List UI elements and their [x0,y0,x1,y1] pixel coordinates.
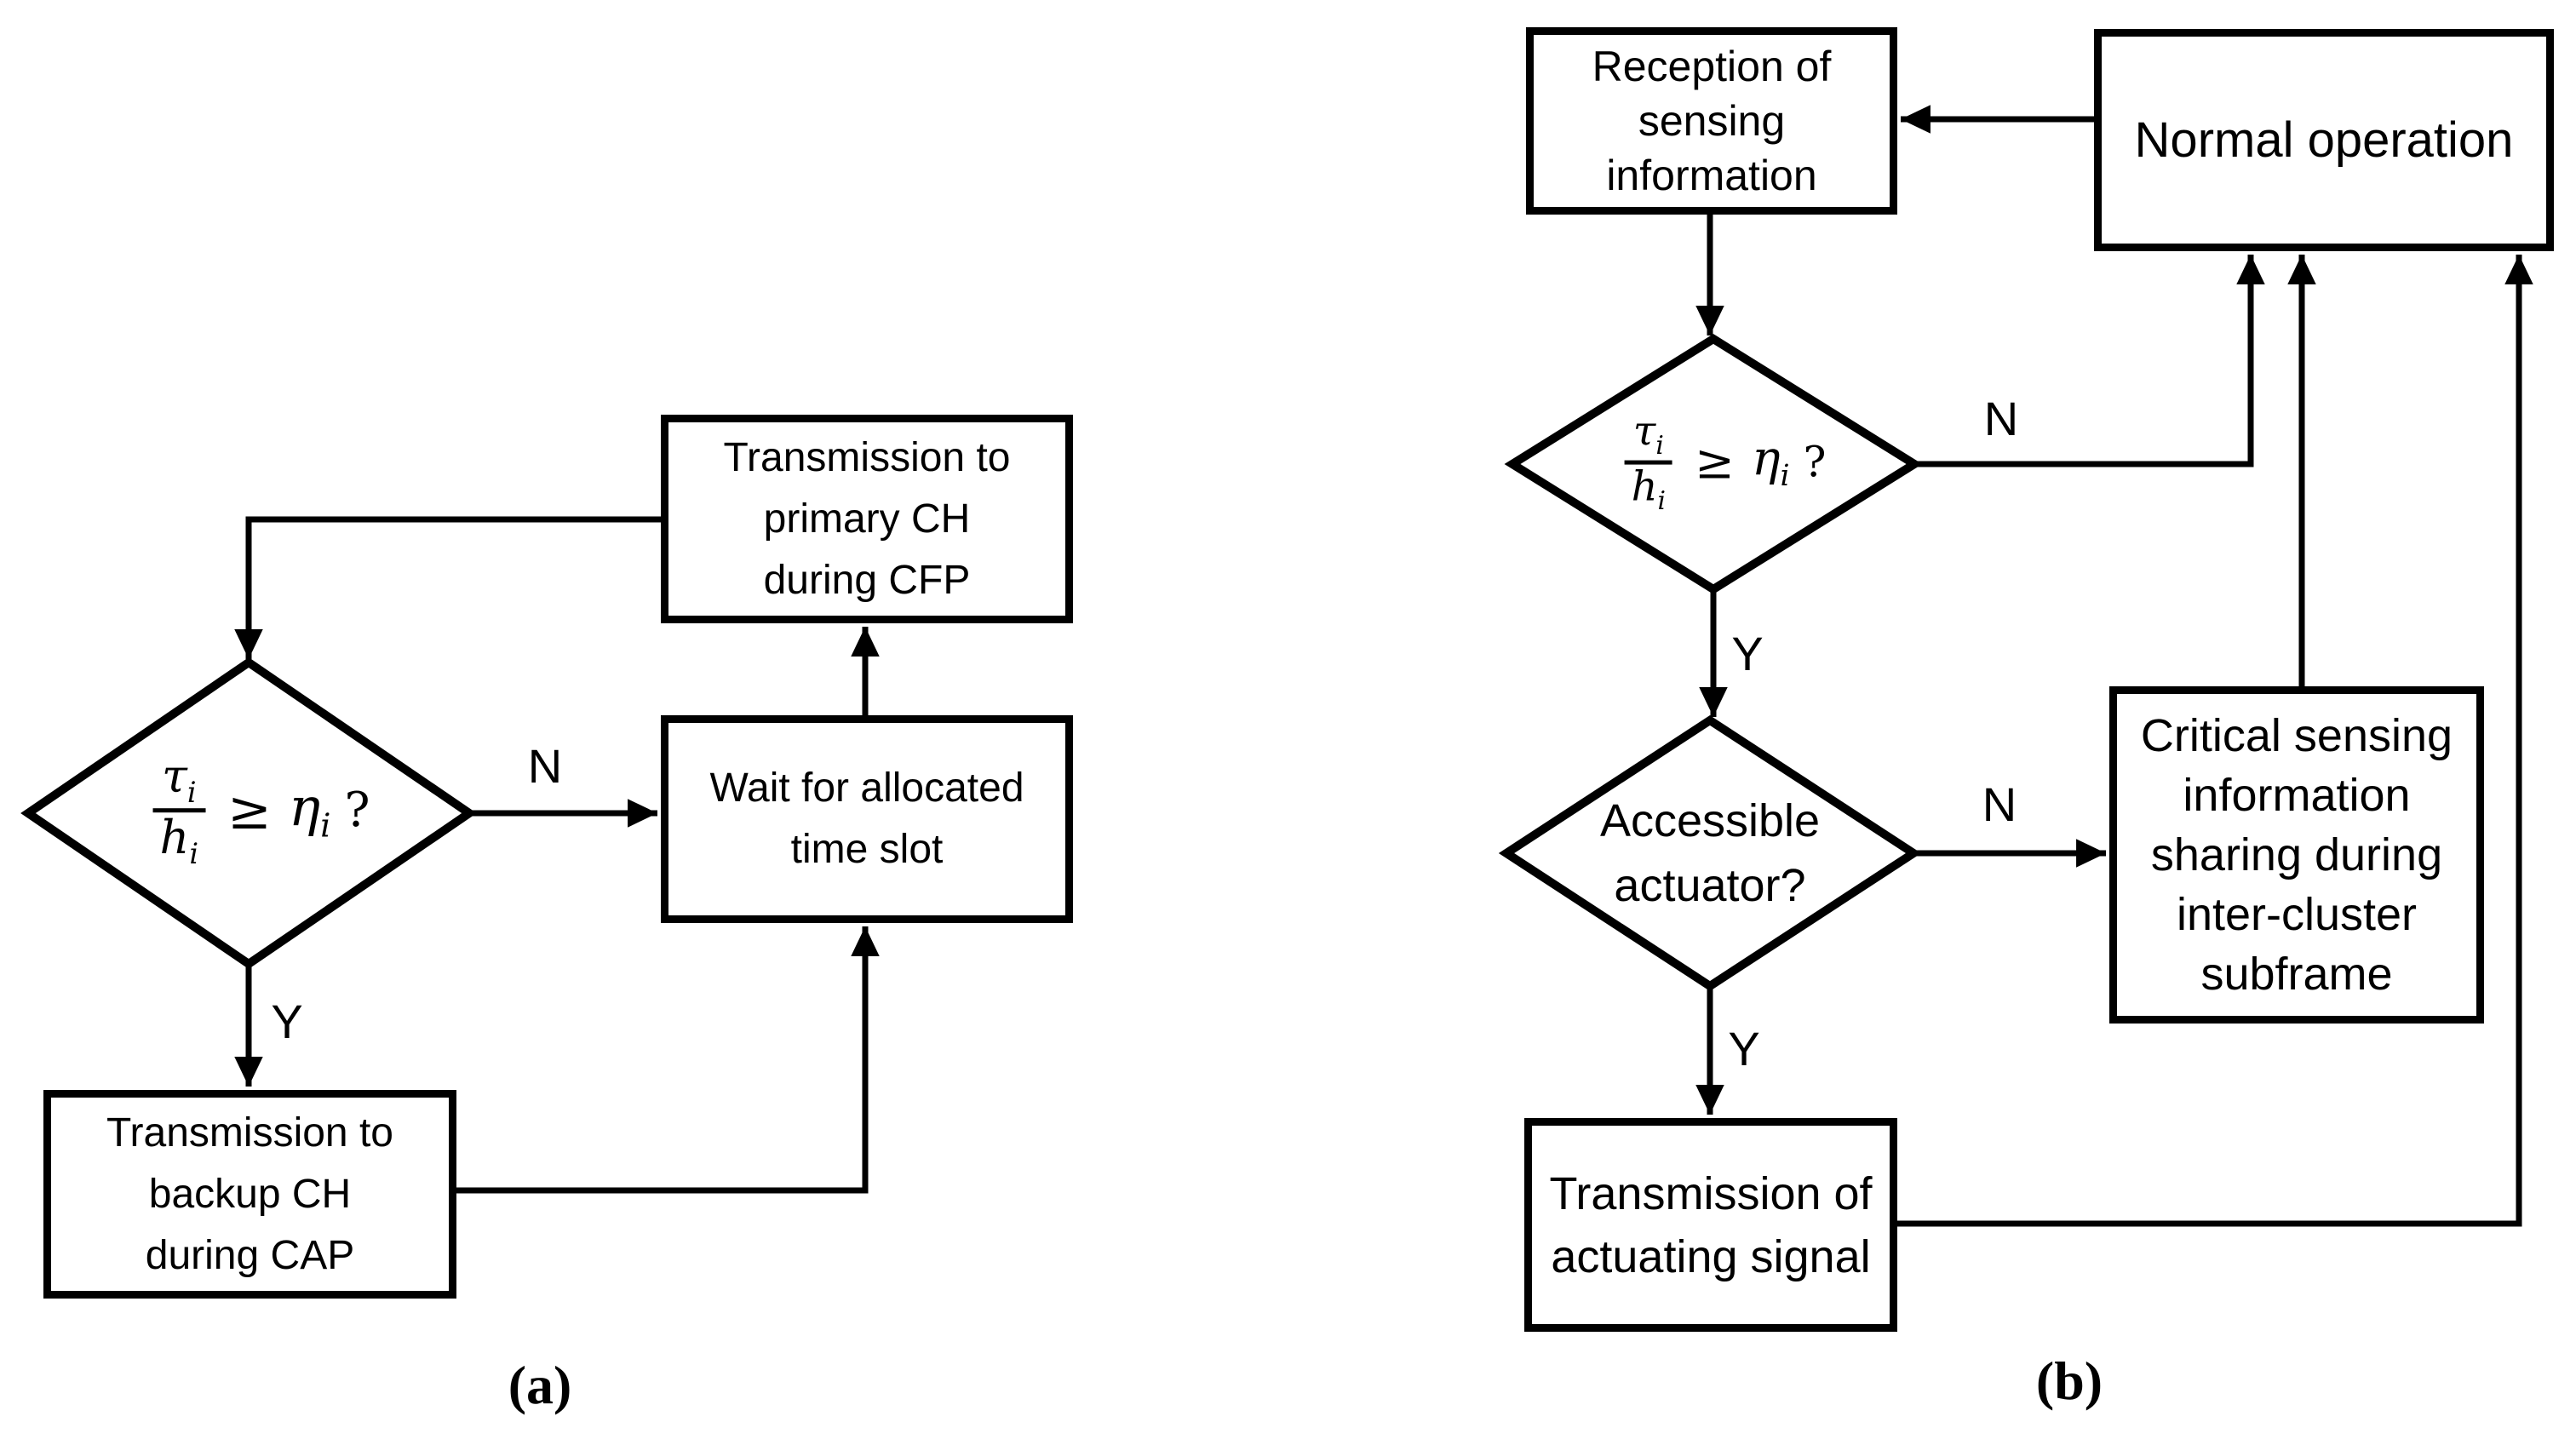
box-reception-sensing: Reception of sensing information [1526,27,1897,215]
question-mark: ? [344,783,370,839]
fraction: τi hi [152,749,206,871]
box-line: sensing [1638,97,1786,145]
decision-line: Accessible [1599,795,1821,846]
box-line: subframe [2200,949,2393,1000]
edge-b-threshold-no-to-normal [1914,255,2265,467]
fraction-denominator: hi [159,811,199,871]
edge-b-actuating-to-normal [1897,255,2533,1227]
box-line: primary CH [763,496,971,542]
box-transmission-backup-ch: Transmission to backup CH during CAP [43,1090,456,1299]
box-line: Critical sensing [2140,710,2453,761]
fraction: τi hi [1624,407,1673,517]
fraction-denominator: hi [1631,462,1667,517]
geq-operator: ≥ [227,779,272,842]
decision-actuator-label: Accessible actuator? [1600,788,1820,918]
box-line: inter-cluster [2176,889,2418,940]
threshold-symbol: ηi [288,776,331,846]
edge-label-b-threshold-yes: Y [1731,627,1764,680]
decision-line: actuator? [1614,860,1806,911]
caption-a: (a) [508,1355,572,1415]
box-line: Wait for allocated [709,766,1024,811]
box-line: Normal operation [2134,112,2514,168]
threshold-symbol: ηi [1751,431,1790,494]
fraction-numerator: τi [161,749,197,809]
geq-operator: ≥ [1695,434,1735,490]
caption-b: (b) [2035,1350,2103,1411]
box-line: information [1606,152,1817,199]
decision-threshold-formula-b: τi hi ≥ ηi ? [1624,407,1827,517]
question-mark: ? [1803,438,1827,487]
box-wait-time-slot: Wait for allocated time slot [661,715,1073,923]
box-transmission-actuating: Transmission of actuating signal [1524,1118,1897,1332]
box-line: backup CH [148,1171,352,1217]
edge-label-a-yes: Y [271,995,303,1048]
fraction-bar [152,808,206,813]
edge-label-b-actuator-yes: Y [1728,1022,1760,1075]
box-normal-operation: Normal operation [2094,29,2554,251]
edge-a-primary-to-decision [234,516,661,659]
box-line: Transmission to [723,434,1011,480]
box-line: actuating signal [1551,1230,1871,1282]
box-line: Transmission to [106,1110,393,1155]
decision-actuator-shape [1498,715,1922,991]
decision-threshold-a-shape [20,657,477,970]
edge-a-backup-to-wait [456,926,880,1194]
box-critical-sensing-sharing: Critical sensing information sharing dur… [2109,686,2484,1024]
box-line: Reception of [1592,43,1832,90]
edge-label-a-no: N [527,739,563,793]
edge-label-b-threshold-no: N [1983,392,2019,445]
box-line: during CAP [145,1232,355,1278]
box-line: time slot [790,827,944,872]
box-line: sharing during [2150,829,2443,880]
box-transmission-primary-ch: Transmission to primary CH during CFP [661,415,1073,623]
box-line: information [2183,770,2411,821]
fraction-bar [1624,460,1673,465]
decision-threshold-formula-a: τi hi ≥ ηi ? [152,749,370,871]
fraction-numerator: τi [1632,407,1664,462]
decision-threshold-b-shape [1504,334,1923,594]
box-line: during CFP [763,557,971,603]
edge-label-b-actuator-no: N [1982,777,2017,831]
box-line: Transmission of [1549,1167,1873,1219]
